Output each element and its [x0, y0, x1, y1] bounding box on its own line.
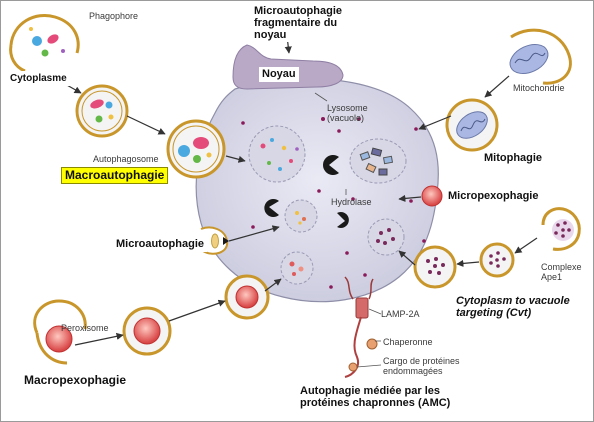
lysosome-label: Lysosome (vacuole)	[327, 103, 368, 123]
hydrolase-icon	[264, 199, 279, 217]
noyau-label: Noyau	[259, 67, 299, 82]
cargo-label: Cargo de protéines endommagées	[383, 356, 460, 376]
cytoplasme-label: Cytoplasme	[7, 71, 70, 86]
hydrolase-icon	[323, 155, 339, 175]
chaperonne-label: Chaperonne	[383, 337, 433, 347]
inner-autophagic-body	[248, 125, 306, 183]
pexophagosome-fusing	[224, 274, 270, 320]
autophagosome	[166, 119, 226, 179]
label-leaders	[314, 92, 382, 368]
micropexophagie-label: Micropexophagie	[445, 189, 542, 204]
peroxisome-label: Peroxisome	[61, 323, 109, 333]
microautophagie-fragmentaire-label: Microautophagie fragmentaire du noyau	[251, 4, 346, 42]
cvt-vesicle-fusing	[413, 245, 457, 289]
microautophagy-invagination	[200, 226, 229, 255]
mitophagosome	[445, 98, 499, 152]
mitochondrion	[509, 28, 572, 85]
mitochondrie-label: Mitochondrie	[513, 83, 565, 93]
mitophagie-label: Mitophagie	[481, 151, 546, 166]
inner-pexo-body	[280, 251, 314, 285]
autophagosome-label: Autophagosome	[93, 154, 159, 164]
inner-cvt-body	[367, 218, 405, 256]
vacuole-particles	[241, 117, 426, 291]
complexe-ape1-label: Complexe Ape1	[541, 262, 582, 282]
hydrolase-label: Hydrolase	[331, 197, 372, 207]
inner-peroxisome-body	[284, 199, 318, 233]
lamp-2a-receptor	[344, 276, 378, 378]
phagophore-label: Phagophore	[89, 11, 139, 21]
autophagosome-forming	[75, 84, 129, 138]
cvt-label: Cytoplasm to vacuole targeting (Cvt)	[453, 294, 573, 320]
lamp-2a-label: LAMP-2A	[381, 309, 420, 319]
cvt-vesicle	[479, 242, 515, 278]
pexophagosome	[122, 306, 172, 356]
vacuole	[195, 78, 439, 303]
macroautophagie-label: Macroautophagie	[61, 167, 169, 184]
micropexophagy-peroxisome	[421, 185, 443, 207]
inner-mitochondria-body	[349, 138, 407, 184]
microautophagie-label: Microautophagie	[113, 237, 208, 252]
ape1-phagophore	[541, 207, 581, 251]
peroxisome-phagophore	[33, 299, 87, 365]
amc-label: Autophagie médiée par les protéines chap…	[297, 384, 454, 410]
macropexophagie-label: Macropexophagie	[21, 373, 130, 388]
phagophore	[9, 14, 80, 73]
hydrolase-icon	[337, 212, 349, 228]
